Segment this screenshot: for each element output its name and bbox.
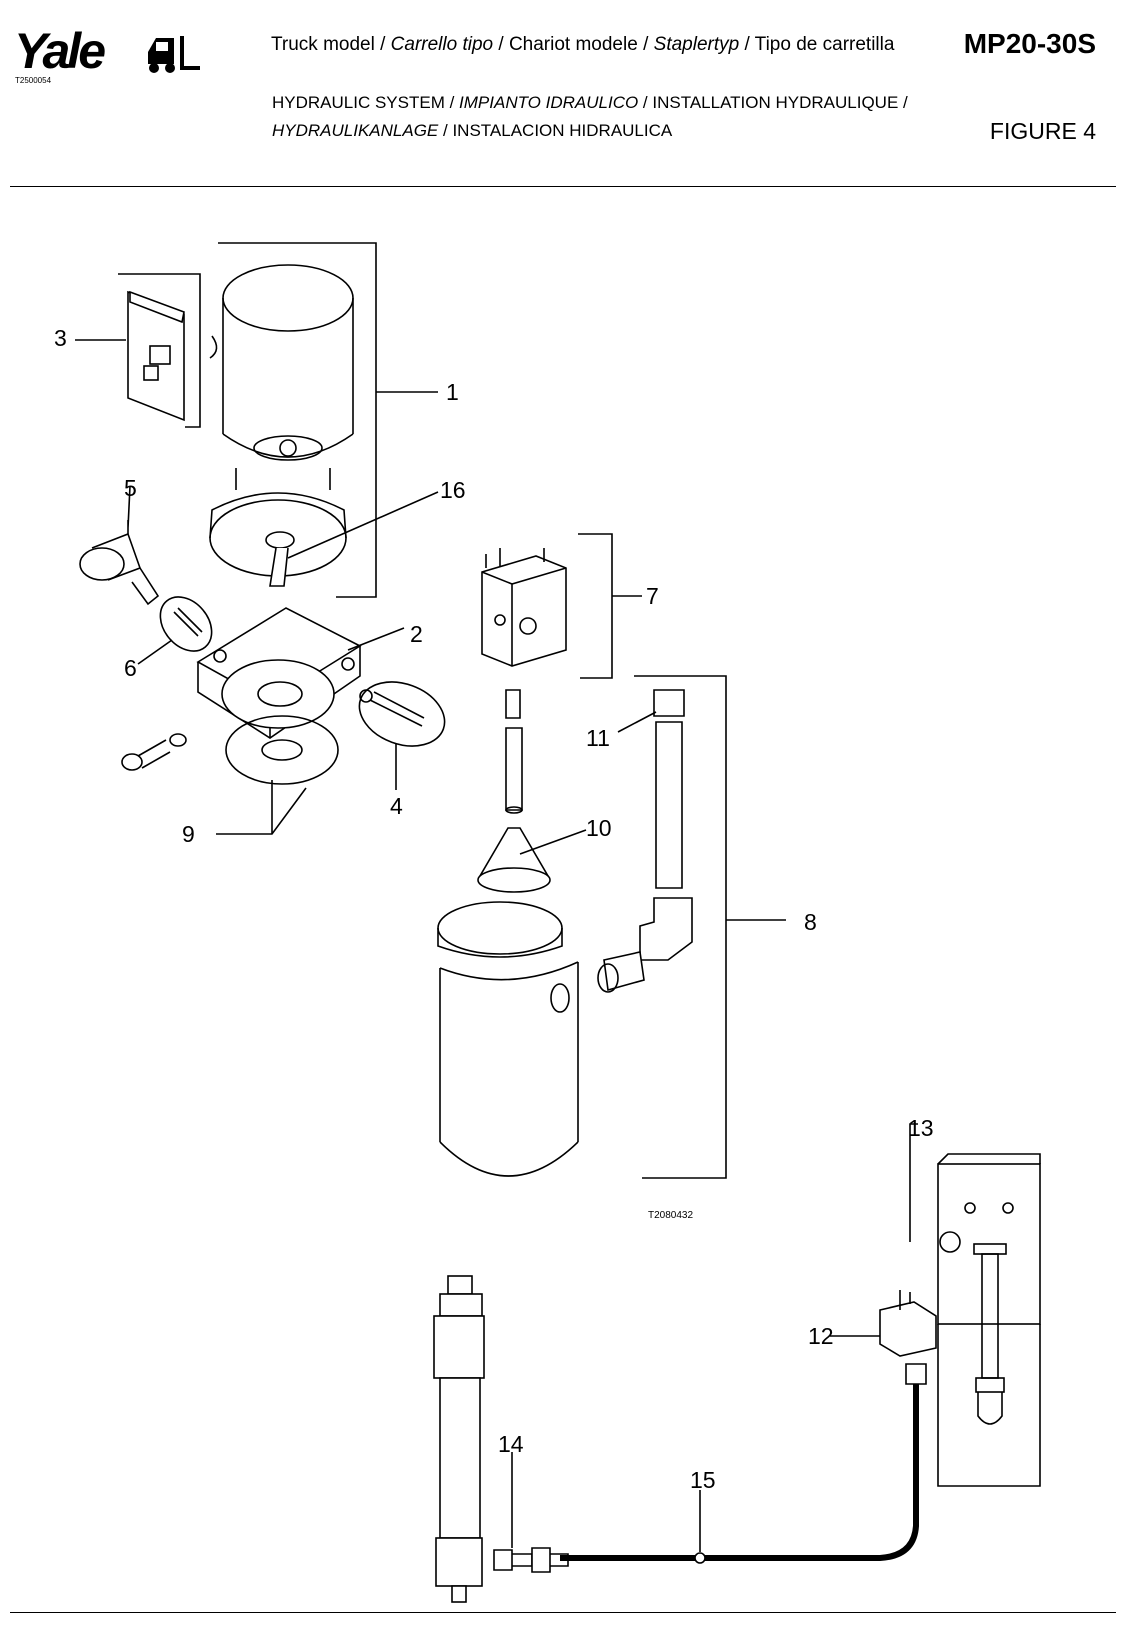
pump-drawing bbox=[481, 533, 642, 679]
logo-wordmark: Yale bbox=[14, 23, 106, 79]
bracket-1 bbox=[218, 242, 438, 598]
callout-15: 15 bbox=[690, 1467, 716, 1493]
callout-2: 2 bbox=[410, 621, 423, 647]
logo-code: T2500054 bbox=[15, 76, 52, 85]
motor-drawing bbox=[209, 264, 354, 587]
drawing-code: T2080432 bbox=[648, 1210, 693, 1221]
forklift-icon bbox=[148, 36, 200, 73]
callout-16: 16 bbox=[440, 477, 466, 503]
callout-13: 13 bbox=[908, 1115, 934, 1141]
callout-6: 6 bbox=[124, 655, 137, 681]
callout-4: 4 bbox=[390, 793, 403, 819]
header-divider bbox=[10, 186, 1116, 187]
figure-label: FIGURE 4 bbox=[989, 118, 1096, 144]
suction-filter-drawing bbox=[477, 689, 587, 893]
brush-kit-drawing bbox=[75, 273, 201, 428]
callout-1: 1 bbox=[446, 379, 459, 405]
yale-logo: Yale T2500054 bbox=[12, 24, 202, 88]
footer-divider bbox=[10, 1612, 1116, 1613]
system-title-line-2: HYDRAULIKANLAGE / INSTALACION HIDRAULICA bbox=[272, 121, 673, 140]
callout-8: 8 bbox=[804, 909, 817, 935]
system-title-line-1: HYDRAULIC SYSTEM / IMPIANTO IDRAULICO / … bbox=[272, 93, 908, 112]
valve-5-drawing bbox=[79, 485, 160, 606]
check-valve-4-drawing bbox=[358, 681, 446, 790]
model-code: MP20-30S bbox=[963, 28, 1096, 59]
truck-model-line: Truck model / Carrello tipo / Chariot mo… bbox=[271, 34, 895, 55]
valve-12-drawing bbox=[830, 1290, 937, 1385]
callout-9: 9 bbox=[182, 821, 195, 847]
hose-drawing bbox=[560, 1384, 919, 1561]
callout-7: 7 bbox=[646, 583, 659, 609]
callout-11: 11 bbox=[586, 725, 610, 751]
hose-callout-dot bbox=[694, 1552, 706, 1564]
cylinder-drawing bbox=[433, 1275, 569, 1603]
bolt-drawing bbox=[121, 733, 187, 771]
callout-12: 12 bbox=[808, 1323, 834, 1349]
tank-drawing bbox=[437, 675, 786, 1179]
callout-14: 14 bbox=[498, 1431, 524, 1457]
return-pipe-drawing bbox=[597, 689, 693, 993]
power-unit-drawing bbox=[909, 1123, 1041, 1487]
callout-10: 10 bbox=[586, 815, 612, 841]
leader-16 bbox=[287, 491, 439, 559]
callout-5: 5 bbox=[124, 475, 137, 501]
callout-3: 3 bbox=[54, 325, 67, 351]
valve-block-drawing bbox=[196, 607, 405, 739]
cartridge-6-drawing bbox=[137, 596, 213, 665]
seal-9-drawing bbox=[216, 715, 339, 835]
